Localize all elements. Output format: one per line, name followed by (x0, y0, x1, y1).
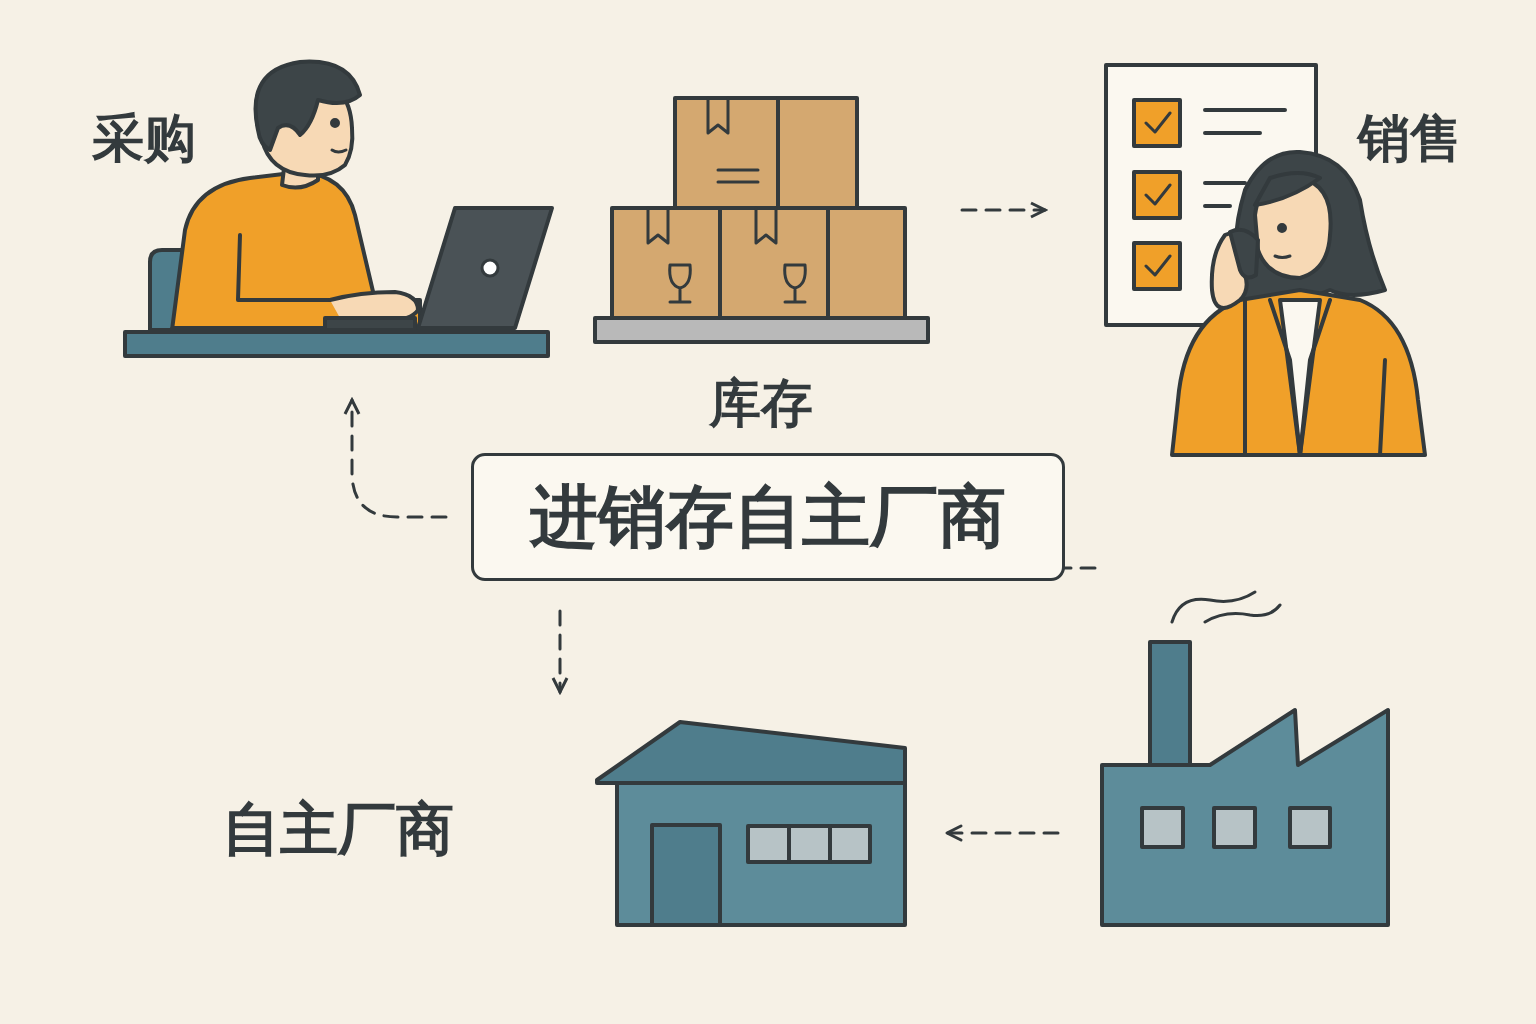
inventory-boxes (720, 208, 828, 318)
inventory-node: 库存 (590, 95, 932, 430)
sales-figure (1230, 230, 1258, 278)
inventory-boxes (670, 265, 691, 302)
center-box: 进销存自主厂商 (471, 453, 1065, 581)
purchaser-figure (238, 235, 330, 300)
factory (1150, 642, 1190, 772)
sales-figure (1275, 256, 1290, 258)
sales-figure (1270, 300, 1330, 455)
purchaser-figure (332, 150, 346, 152)
purchaser-figure (125, 62, 552, 356)
purchaser-figure (332, 120, 338, 126)
inventory-boxes (595, 98, 928, 342)
inventory-boxes (595, 318, 928, 342)
supply-arrow (947, 832, 1058, 835)
purchaser-figure (172, 172, 420, 330)
node-label: 库存 (709, 375, 813, 432)
node-label: 采购 (92, 110, 196, 167)
vendor-node: 自主厂商 (215, 720, 905, 925)
dashed-connector (962, 209, 1045, 212)
inventory-boxes (785, 265, 806, 302)
factory (1172, 592, 1280, 622)
sales-figure (1245, 300, 1385, 455)
warehouse (617, 780, 905, 925)
dashed-connector (559, 611, 562, 692)
dashed-connector (352, 400, 446, 517)
factory (1102, 592, 1388, 925)
sales-figure (1134, 100, 1180, 146)
inventory-boxes (756, 208, 776, 243)
purchaser-figure (125, 332, 548, 356)
sales-figure (1172, 290, 1425, 455)
factory (1142, 808, 1183, 847)
factory (1102, 710, 1388, 925)
warehouse (597, 722, 905, 925)
sales-figure (1134, 172, 1180, 218)
purchaser-figure (418, 208, 552, 328)
warehouse (748, 826, 870, 862)
factory (1214, 808, 1255, 847)
purchase-node: 采购 (85, 55, 552, 395)
inventory-boxes (778, 98, 857, 208)
warehouse (652, 825, 720, 925)
inventory-boxes (828, 208, 905, 318)
sales-figure (1279, 225, 1285, 231)
node-label: 自主厂商 (222, 798, 454, 862)
sales-figure (1255, 173, 1320, 205)
warehouse (597, 722, 905, 783)
sales-node: 销售 (1100, 60, 1475, 455)
purchaser-figure (256, 62, 360, 150)
inventory-boxes (718, 170, 758, 182)
inventory-boxes (612, 208, 720, 318)
sales-figure (1146, 113, 1170, 275)
inventory-boxes (648, 208, 668, 243)
inventory-boxes (675, 98, 778, 208)
purchaser-figure (325, 318, 415, 330)
node-label: 销售 (1358, 110, 1462, 167)
warehouse (789, 826, 830, 862)
purchaser-figure (482, 260, 498, 276)
inventory-boxes (708, 98, 728, 133)
sales-figure (1280, 300, 1320, 455)
node-label: 进销存自主厂商 (474, 456, 1062, 578)
factory (1290, 808, 1330, 847)
sales-figure (1134, 243, 1180, 289)
